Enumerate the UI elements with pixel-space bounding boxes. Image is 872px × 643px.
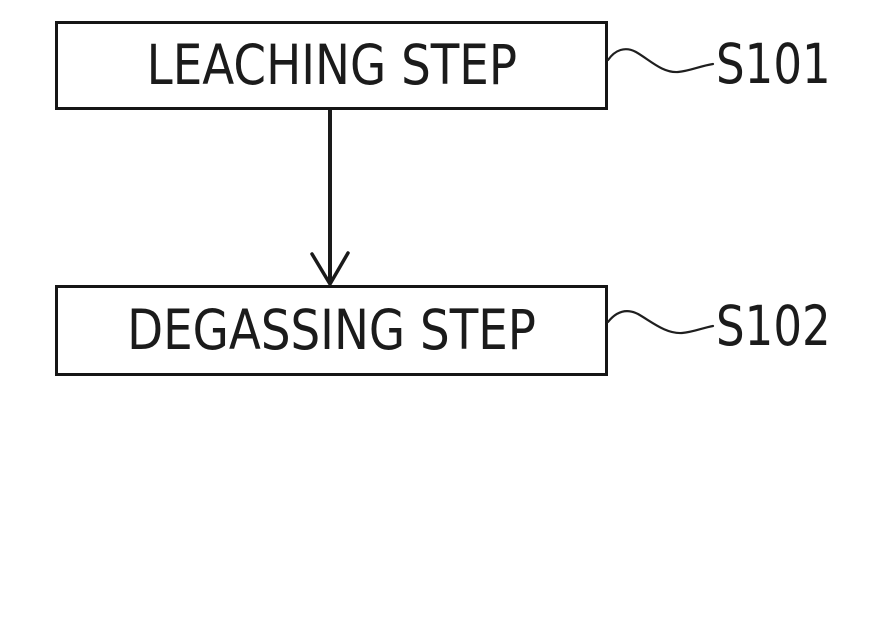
flowchart-box-leaching-step: LEACHING STEP — [55, 21, 608, 110]
arrow-down-icon — [310, 251, 350, 286]
leaching-step-label: LEACHING STEP — [146, 33, 517, 97]
degassing-step-label: DEGASSING STEP — [127, 298, 536, 362]
ref-label-s102: S102 — [716, 294, 831, 358]
leader-squiggle-s102 — [606, 310, 715, 335]
leader-squiggle-s101 — [606, 48, 715, 74]
ref-label-s101: S101 — [716, 32, 831, 96]
flowchart-box-degassing-step: DEGASSING STEP — [55, 285, 608, 376]
